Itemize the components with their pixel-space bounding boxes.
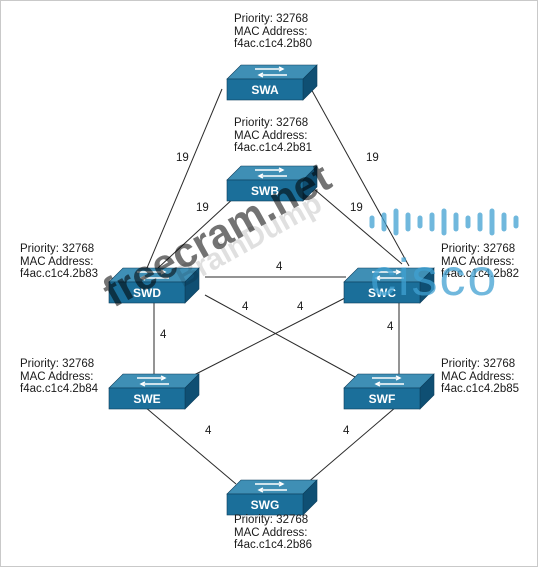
- swe-front-face: [108, 387, 186, 410]
- swc-priority: Priority: 32768: [441, 243, 516, 255]
- swd-info: Priority: 32768 MAC Address: f4ac.c1c4.2…: [20, 243, 98, 281]
- swd-switch[interactable]: SWD: [108, 267, 200, 304]
- link-swb-swd: [157, 195, 237, 269]
- link-cost-swd-swc: 4: [276, 261, 283, 273]
- links-layer: 19 19 19 19 4 4 4 4 4 4 4: [144, 86, 410, 485]
- swg-label: SWG: [251, 498, 280, 512]
- swa-front-face: [226, 78, 304, 101]
- swg-top-face: [226, 479, 318, 495]
- swc-front-face: [343, 281, 421, 304]
- swg-switch[interactable]: SWG: [226, 479, 318, 516]
- swb-info: Priority: 32768 MAC Address: f4ac.c1c4.2…: [234, 117, 312, 155]
- link-swb-swc: [306, 182, 403, 265]
- swf-priority: Priority: 32768: [441, 358, 516, 370]
- link-cost-swe-swg: 4: [205, 425, 212, 437]
- swb-front-face: [226, 179, 304, 202]
- swe-mac-label: MAC Address:: [20, 370, 94, 383]
- swd-mac: f4ac.c1c4.2b83: [20, 268, 99, 280]
- swb-priority: Priority: 32768: [234, 117, 309, 129]
- swa-priority: Priority: 32768: [234, 13, 309, 25]
- swf-switch[interactable]: SWF: [343, 373, 435, 410]
- link-cost-swb-swd: 19: [196, 202, 209, 214]
- swa-arrows-icon: [255, 66, 287, 78]
- swf-info: Priority: 32768 MAC Address: f4ac.c1c4.2…: [441, 358, 519, 396]
- swg-mac-label: MAC Address:: [234, 526, 308, 539]
- switch-layer: SWA SWB SWC SWD SWE SWF SWG: [108, 64, 435, 516]
- swe-priority: Priority: 32768: [20, 358, 95, 370]
- swc-info: Priority: 32768 MAC Address: f4ac.c1c4.2…: [441, 243, 519, 281]
- swf-front-face: [343, 387, 421, 410]
- swg-mac: f4ac.c1c4.2b86: [234, 539, 313, 551]
- swc-mac: f4ac.c1c4.2b82: [441, 268, 520, 280]
- link-cost-swf-swg: 4: [343, 425, 350, 437]
- swe-switch[interactable]: SWE: [108, 373, 200, 410]
- link-cost-swd-swe: 4: [160, 329, 167, 341]
- swd-arrows-icon: [137, 269, 169, 281]
- link-swe-swg: [144, 406, 237, 485]
- swd-priority: Priority: 32768: [20, 243, 95, 255]
- swd-mac-label: MAC Address:: [20, 255, 94, 268]
- link-cost-swb-swc: 19: [350, 202, 363, 214]
- swa-label: SWA: [251, 83, 279, 97]
- swd-top-face: [108, 267, 200, 283]
- swa-top-face: [226, 64, 318, 80]
- swc-arrows-icon: [372, 269, 404, 281]
- swf-mac: f4ac.c1c4.2b85: [441, 383, 520, 395]
- link-swd-swf: [204, 294, 356, 378]
- swe-label: SWE: [133, 392, 160, 406]
- swg-info: Priority: 32768 MAC Address: f4ac.c1c4.2…: [234, 514, 312, 552]
- swa-switch[interactable]: SWA: [226, 64, 318, 101]
- swf-top-face: [343, 373, 435, 389]
- swg-arrows-icon: [255, 481, 287, 493]
- link-cost-swc-swf: 4: [387, 321, 394, 333]
- swb-switch[interactable]: SWB: [226, 165, 318, 202]
- link-swa-swd: [146, 88, 223, 269]
- swf-arrows-icon: [372, 375, 404, 387]
- swe-top-face: [108, 373, 200, 389]
- swb-mac: f4ac.c1c4.2b81: [234, 142, 313, 154]
- swf-label: SWF: [369, 392, 396, 406]
- swc-switch[interactable]: SWC: [343, 267, 435, 304]
- link-swf-swg: [305, 406, 397, 485]
- swc-label: SWC: [368, 286, 396, 300]
- swa-mac: f4ac.c1c4.2b80: [234, 38, 313, 50]
- swd-front-face: [108, 281, 186, 304]
- swb-top-face: [226, 165, 318, 181]
- link-cost-swd-swf: 4: [242, 301, 249, 313]
- swg-front-face: [226, 493, 304, 516]
- link-cost-swa-swc: 19: [366, 152, 379, 164]
- swa-mac-label: MAC Address:: [234, 25, 308, 38]
- swa-info: Priority: 32768 MAC Address: f4ac.c1c4.2…: [234, 13, 312, 51]
- swc-mac-label: MAC Address:: [441, 255, 515, 268]
- swg-priority: Priority: 32768: [234, 514, 309, 526]
- swb-mac-label: MAC Address:: [234, 129, 308, 142]
- swd-label: SWD: [133, 286, 161, 300]
- link-cost-swa-swd: 19: [176, 152, 189, 164]
- swe-mac: f4ac.c1c4.2b84: [20, 383, 99, 395]
- swc-top-face: [343, 267, 435, 283]
- swe-arrows-icon: [137, 375, 169, 387]
- swe-info: Priority: 32768 MAC Address: f4ac.c1c4.2…: [20, 358, 98, 396]
- swb-label: SWB: [251, 184, 279, 198]
- link-cost-swc-swe: 4: [297, 301, 304, 313]
- link-swa-swc: [309, 86, 410, 267]
- link-swc-swe: [193, 297, 346, 376]
- swf-mac-label: MAC Address:: [441, 370, 515, 383]
- swb-arrows-icon: [255, 167, 287, 179]
